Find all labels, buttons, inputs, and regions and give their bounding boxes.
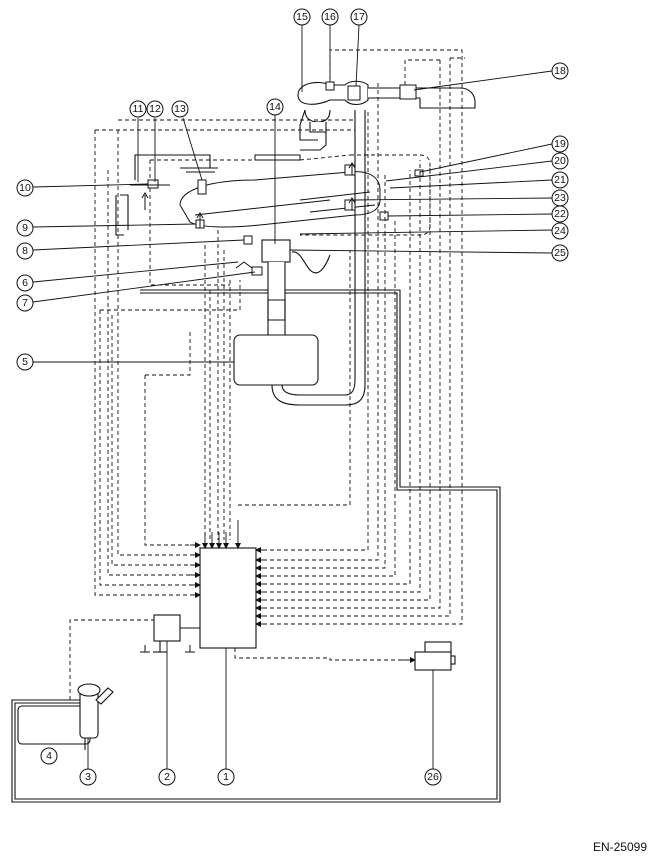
- callout-2: 2: [158, 768, 176, 786]
- svg-text:7: 7: [22, 297, 28, 309]
- air-cleaner: [233, 110, 366, 406]
- callout-21: 21: [551, 171, 569, 189]
- callout-5: 5: [16, 353, 34, 371]
- callout-9: 9: [16, 219, 34, 237]
- fuel-piping-loop: [11, 289, 501, 803]
- callout-4: 4: [40, 747, 58, 765]
- wiring-harness: [69, 49, 465, 700]
- callout-10: 10: [16, 179, 34, 197]
- svg-text:14: 14: [269, 101, 281, 113]
- callout-3: 3: [79, 768, 97, 786]
- sensor-symbols: [147, 81, 424, 276]
- svg-text:18: 18: [554, 65, 566, 77]
- callout-18: 18: [551, 62, 569, 80]
- callout-24: 24: [551, 222, 569, 240]
- callout-22: 22: [551, 205, 569, 223]
- svg-text:19: 19: [554, 138, 566, 150]
- svg-text:26: 26: [427, 771, 439, 783]
- callout-1: 1: [217, 768, 235, 786]
- exhaust-pipe: [299, 87, 476, 151]
- sensor-arrows: [141, 162, 356, 228]
- callout-13: 13: [171, 100, 189, 118]
- svg-text:6: 6: [22, 277, 28, 289]
- svg-text:9: 9: [22, 222, 28, 234]
- ecm-box: [199, 547, 257, 649]
- callout-8: 8: [16, 242, 34, 260]
- leader-lines: [32, 24, 553, 769]
- ground-symbols: [140, 645, 195, 653]
- svg-text:23: 23: [554, 192, 566, 204]
- svg-text:3: 3: [85, 771, 91, 783]
- intake-manifold: [179, 154, 381, 228]
- figure-code: EN-25099: [592, 840, 647, 854]
- callout-11: 11: [129, 100, 147, 118]
- svg-text:16: 16: [324, 11, 336, 23]
- main-relay: [153, 614, 200, 653]
- callout-19: 19: [551, 135, 569, 153]
- fuel-pump: [77, 683, 114, 750]
- callout-6: 6: [16, 274, 34, 292]
- svg-text:2: 2: [164, 771, 170, 783]
- svg-text:8: 8: [22, 245, 28, 257]
- svg-text:13: 13: [174, 103, 186, 115]
- svg-text:11: 11: [133, 103, 144, 115]
- callout-17: 17: [350, 8, 368, 26]
- svg-text:10: 10: [19, 182, 31, 194]
- callout-15: 15: [293, 8, 311, 26]
- callout-16: 16: [321, 8, 339, 26]
- throttle-body: [261, 239, 291, 301]
- callout-12: 12: [146, 100, 164, 118]
- svg-text:22: 22: [554, 208, 566, 220]
- svg-text:17: 17: [353, 11, 365, 23]
- svg-text:24: 24: [554, 225, 566, 237]
- svg-text:25: 25: [554, 247, 566, 259]
- fuel-tank: [17, 705, 91, 745]
- svg-text:4: 4: [46, 750, 52, 762]
- left-bracket-pipe: [115, 154, 211, 236]
- svg-text:1: 1: [223, 771, 229, 783]
- callout-23: 23: [551, 189, 569, 207]
- callout-20: 20: [551, 152, 569, 170]
- svg-text:5: 5: [22, 356, 28, 368]
- callout-25: 25: [551, 244, 569, 262]
- callout-14: 14: [266, 98, 284, 116]
- engine-boundary: [149, 154, 431, 286]
- callout-26: 26: [424, 768, 442, 786]
- svg-text:15: 15: [296, 11, 308, 23]
- ecm-input-arrows: [190, 520, 416, 663]
- svg-text:21: 21: [554, 174, 566, 186]
- callouts: 1 2 3 4 5 6 7 8 9 10 11 12 13 14 15 16 1…: [16, 8, 569, 786]
- svg-text:12: 12: [149, 103, 161, 115]
- callout-7: 7: [16, 294, 34, 312]
- diagnostic-connector: [414, 641, 456, 671]
- svg-text:20: 20: [554, 155, 566, 167]
